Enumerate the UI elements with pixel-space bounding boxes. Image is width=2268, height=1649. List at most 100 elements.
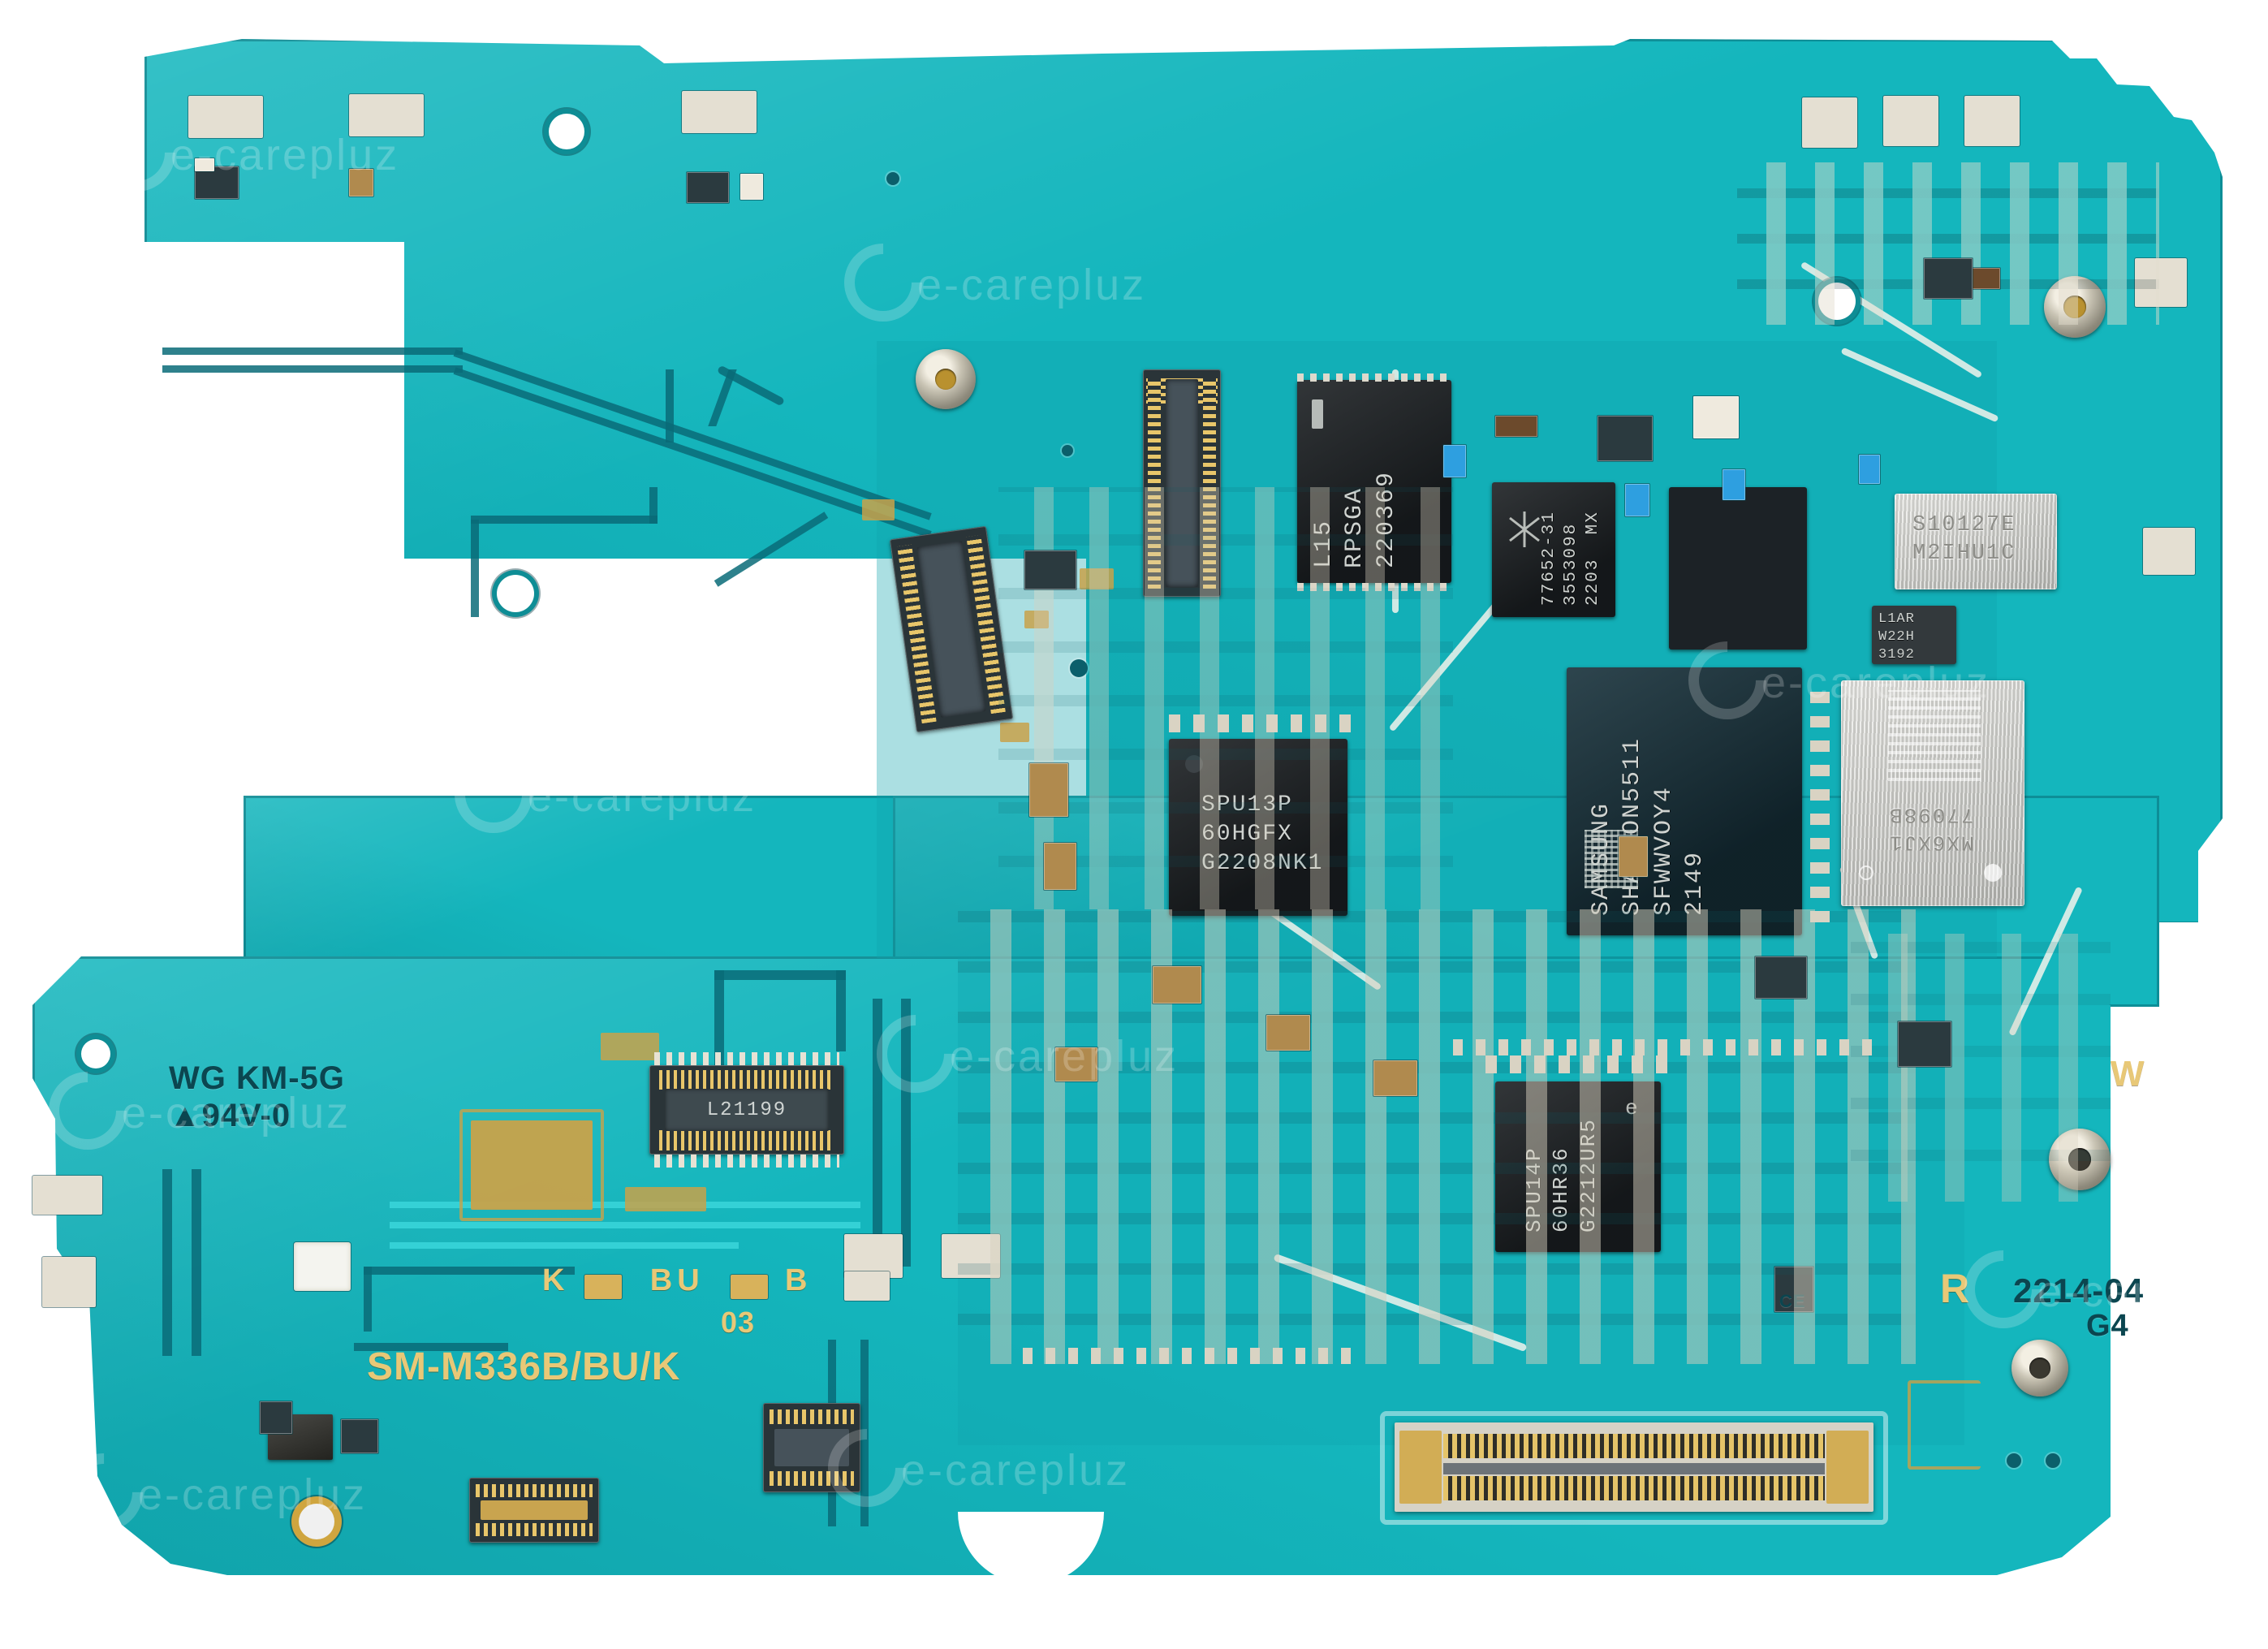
ic-s10127e: S10127E M2IHU1C (1895, 494, 2057, 589)
trace (364, 1267, 575, 1275)
trace (714, 970, 724, 1068)
trace (162, 347, 463, 355)
smd-capacitor (1029, 763, 1068, 817)
smd-field-right-lower (1851, 934, 2111, 1202)
connector-l21199-pad-row (654, 1052, 839, 1065)
via (2046, 1453, 2060, 1468)
mount-hole-gold (299, 1504, 334, 1539)
board-to-board-connector-small-2[interactable] (469, 1478, 599, 1543)
ic-rpsga-leads (1297, 583, 1451, 591)
bga-pad-row (1023, 1348, 1364, 1364)
pcb-lower-section (32, 956, 2111, 1575)
skyworks-logo-icon (1509, 512, 1540, 547)
smd-capacitor (1153, 966, 1201, 1004)
connector-pins-bottom (659, 1130, 834, 1150)
trace (836, 970, 846, 1051)
ic-shannon-5511: SAMSUNG SHANNON5511 SFWWVOY4 2149 (1567, 667, 1802, 935)
trace (649, 487, 658, 524)
trace (364, 1267, 372, 1332)
via (2007, 1453, 2021, 1468)
silk-revision: 03 (721, 1306, 756, 1339)
silk-date-code-2: G4 (2086, 1309, 2129, 1343)
smd-capacitor (1619, 836, 1648, 877)
smd-component (1924, 258, 1973, 299)
board-to-board-connector-small-1[interactable] (763, 1403, 860, 1492)
rf-coax-socket[interactable] (2049, 1129, 2111, 1190)
trace (390, 1242, 739, 1249)
board-to-board-connector-main[interactable] (1143, 369, 1221, 597)
spring-contact-pad (844, 1234, 903, 1278)
laser-code (1888, 690, 1981, 781)
trace (162, 1169, 172, 1356)
spring-contact-pad (2135, 258, 2187, 307)
spring-contact-pad (682, 91, 757, 133)
test-point-pad (584, 1275, 622, 1299)
connector-l21199-pad-row (654, 1155, 839, 1168)
ic-rpsga: L15 RPSGA 220369 (1297, 380, 1451, 583)
smd-component (1774, 1267, 1813, 1312)
bga-pad-row (1453, 1039, 1875, 1055)
silk-ul-recognition-2: ▲94V-0 (169, 1098, 291, 1133)
fpc-connector-bezel (1380, 1411, 1888, 1525)
smd-capacitor (1625, 484, 1649, 516)
test-point-pad (844, 1271, 890, 1301)
ic-rpsga-leads (1297, 373, 1451, 382)
smd-component (1598, 416, 1653, 461)
trace (860, 1340, 869, 1526)
bga-pad-row (1485, 1055, 1672, 1073)
spring-contact-pad (1964, 96, 2020, 146)
smd-capacitor (1044, 843, 1076, 890)
trace (354, 1343, 508, 1351)
gold-pad-area (862, 499, 895, 520)
silk-test-row: K BU B (542, 1263, 813, 1297)
trace (901, 999, 911, 1267)
gold-pad-area (1000, 723, 1029, 742)
connector-body-label: L21199 (665, 1088, 829, 1132)
spring-contact-pad (1883, 96, 1938, 146)
silk-date-code: 2214-04 (2013, 1271, 2145, 1310)
gold-keepout-outline (1908, 1380, 1981, 1470)
gold-pad-area (1080, 568, 1114, 589)
silk-marker-r: R (1940, 1266, 1971, 1311)
led-flash (294, 1242, 351, 1291)
smd-component (687, 172, 729, 203)
trace (666, 369, 674, 442)
bga-pad-row (1810, 679, 1830, 922)
rf-coax-socket[interactable] (2011, 1340, 2068, 1396)
gold-pad-area (601, 1033, 659, 1060)
mount-hole (1818, 283, 1856, 320)
spring-contact-pad (2143, 528, 2195, 575)
fpc-gold-pins (1443, 1434, 1825, 1458)
smd-capacitor (1443, 445, 1466, 477)
ic-l1ar: L1AR W22H 3192 (1872, 606, 1956, 664)
smd-component (341, 1419, 378, 1453)
gold-pad-area (1024, 611, 1049, 628)
ic-dark-module (1669, 487, 1807, 650)
spring-contact-pad (188, 96, 263, 138)
gold-pad-area (471, 1120, 593, 1210)
smd-capacitor (1266, 1015, 1310, 1051)
trace (471, 516, 658, 524)
via (1062, 445, 1073, 456)
fpc-connector-display[interactable] (1395, 1422, 1873, 1512)
rf-coax-socket[interactable] (916, 349, 976, 409)
silk-model-number: SM-M336B/BU/K (367, 1345, 681, 1388)
board-to-board-connector-l21199[interactable]: L21199 (649, 1065, 844, 1155)
mount-hole (549, 114, 584, 149)
ic-spu14p: SPU14P 60HR36 G2212UR5 e (1495, 1081, 1661, 1252)
smd-capacitor (1055, 1047, 1097, 1081)
smd-component (740, 174, 763, 200)
ic-skyworks-pa: 77652-31 3553098 2203 MX (1492, 482, 1615, 617)
trace (714, 970, 846, 980)
bga-pad-row (1169, 714, 1356, 732)
gold-keepout-outline (459, 1109, 604, 1221)
silk-ul-recognition-1: WG KM-5G (169, 1060, 345, 1096)
rf-coax-socket[interactable] (2044, 276, 2106, 338)
smd-capacitor (1859, 455, 1880, 484)
trace (471, 520, 479, 617)
ic-spu13p: SPU13P 60HGFX G2208NK1 (1169, 739, 1347, 916)
spring-contact-pad (1802, 97, 1857, 148)
smd-component (1755, 956, 1807, 999)
